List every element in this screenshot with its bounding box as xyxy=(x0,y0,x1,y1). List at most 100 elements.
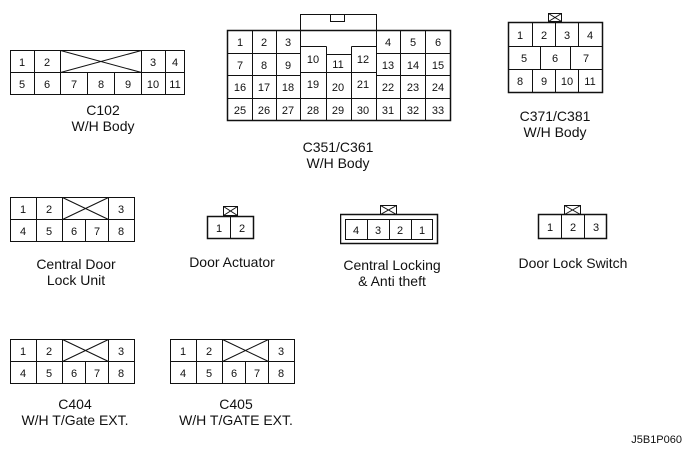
pin: 17 xyxy=(258,82,270,94)
connector-label: C102 W/H Body xyxy=(48,102,158,134)
pin: 7 xyxy=(94,226,100,238)
connector-label: C351/C361 W/H Body xyxy=(278,139,398,171)
pin: 19 xyxy=(307,79,319,91)
connector-code: C102 xyxy=(86,102,120,118)
pin: 6 xyxy=(435,37,441,49)
connector-label: C371/C381 W/H Body xyxy=(495,108,615,140)
figure-code: J5B1P060 xyxy=(631,434,682,446)
pin: 1 xyxy=(419,225,425,237)
pin: 4 xyxy=(180,368,186,380)
pin: 4 xyxy=(20,226,26,238)
pin: 3 xyxy=(150,57,156,69)
connector-harness: W/H Body xyxy=(71,118,135,134)
pin: 2 xyxy=(570,222,576,234)
connector-c102: 1 2 3 4 5 6 7 8 9 10 11 xyxy=(10,50,185,95)
connector-name-line1: Central Door xyxy=(36,256,116,272)
pin: 3 xyxy=(118,346,124,358)
pin: 5 xyxy=(521,53,527,65)
pin: 7 xyxy=(237,60,243,72)
pin: 3 xyxy=(375,225,381,237)
pin: 9 xyxy=(285,60,291,72)
connector-c371-c381: 1 2 3 4 5 6 7 8 9 10 11 xyxy=(507,13,604,94)
pin: 10 xyxy=(147,79,159,91)
pin: 10 xyxy=(307,54,319,66)
pin: 2 xyxy=(44,57,50,69)
connector-code: C405 xyxy=(219,396,253,412)
pin: 7 xyxy=(71,79,77,91)
pin: 2 xyxy=(261,37,267,49)
pin: 2 xyxy=(239,223,245,235)
pin: 31 xyxy=(382,105,394,117)
connector-label: Central Door Lock Unit xyxy=(16,256,136,288)
pin: 8 xyxy=(118,226,124,238)
connector-door-lock-switch: 1 2 3 xyxy=(537,205,608,240)
connector-c404: 1 2 3 4 5 6 7 8 xyxy=(10,339,135,384)
connector-door-actuator: 1 2 xyxy=(206,206,255,240)
pin: 3 xyxy=(118,204,124,216)
pin: 4 xyxy=(587,30,593,42)
pin: 23 xyxy=(407,82,419,94)
connector-label: Door Lock Switch xyxy=(503,255,643,271)
connector-c405: 1 2 3 4 5 6 7 8 xyxy=(170,339,295,384)
pin: 7 xyxy=(583,53,589,65)
connector-harness: W/H Body xyxy=(306,155,370,171)
pin: 30 xyxy=(357,105,369,117)
pin: 2 xyxy=(206,346,212,358)
pin: 15 xyxy=(432,60,444,72)
pin: 7 xyxy=(94,368,100,380)
connector-central-locking-anti-theft: 4 3 2 1 xyxy=(340,205,439,245)
pin: 1 xyxy=(216,223,222,235)
pin: 9 xyxy=(125,79,131,91)
pin: 6 xyxy=(552,53,558,65)
pin: 18 xyxy=(282,82,294,94)
pin: 5 xyxy=(206,368,212,380)
pin: 5 xyxy=(19,79,25,91)
pin: 14 xyxy=(407,60,419,72)
pin: 6 xyxy=(44,79,50,91)
pin: 5 xyxy=(410,37,416,49)
pin: 1 xyxy=(180,346,186,358)
pin: 27 xyxy=(282,105,294,117)
pin: 2 xyxy=(46,346,52,358)
pin: 33 xyxy=(432,105,444,117)
connector-name-line1: Central Locking xyxy=(343,257,441,273)
connector-code: C371/C381 xyxy=(519,108,591,124)
connector-name: Door Lock Switch xyxy=(518,255,628,271)
pin: 24 xyxy=(432,82,444,94)
pin: 1 xyxy=(19,57,25,69)
pin: 1 xyxy=(517,30,523,42)
pin: 3 xyxy=(278,346,284,358)
pin: 7 xyxy=(254,368,260,380)
pin: 4 xyxy=(353,225,359,237)
pin: 5 xyxy=(46,226,52,238)
connector-code: C404 xyxy=(58,396,92,412)
pin: 5 xyxy=(46,368,52,380)
pin: 8 xyxy=(118,368,124,380)
pin: 4 xyxy=(385,37,391,49)
connector-harness: W/H Body xyxy=(523,124,587,140)
pin: 26 xyxy=(258,105,270,117)
pin: 11 xyxy=(584,76,595,88)
pin: 29 xyxy=(332,105,344,117)
pin: 11 xyxy=(169,79,180,91)
pin: 13 xyxy=(382,60,394,72)
pin: 2 xyxy=(397,225,403,237)
pin: 12 xyxy=(357,54,369,66)
pin: 20 xyxy=(332,82,344,94)
pin: 11 xyxy=(332,59,343,71)
connector-label: Door Actuator xyxy=(172,254,292,270)
pin: 8 xyxy=(98,79,104,91)
connector-name-line2: & Anti theft xyxy=(358,273,426,289)
connector-harness: W/H T/GATE EXT. xyxy=(179,412,293,428)
pin: 9 xyxy=(541,76,547,88)
pin: 8 xyxy=(517,76,523,88)
connector-central-door-lock-unit: 1 2 3 4 5 6 7 8 xyxy=(10,197,135,242)
pin: 16 xyxy=(234,82,246,94)
pin: 4 xyxy=(20,368,26,380)
pin: 1 xyxy=(20,346,26,358)
pin: 1 xyxy=(20,204,26,216)
pin: 6 xyxy=(231,368,237,380)
pin: 22 xyxy=(382,82,394,94)
pin: 25 xyxy=(234,105,246,117)
